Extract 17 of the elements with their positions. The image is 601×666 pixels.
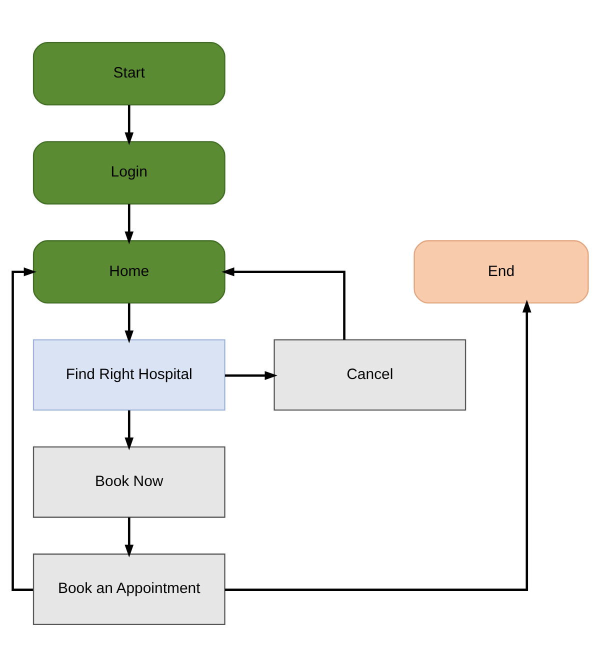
node-box: Book an Appointment [32,553,226,624]
arrow [12,266,37,590]
node-box: Home [32,240,226,304]
arrow [124,104,134,145]
arrow [224,299,532,590]
node-box: Book Now [32,446,226,518]
arrow [124,302,134,343]
node-box: Find Right Hospital [32,338,226,410]
node-box: Login [32,140,226,204]
arrow [124,410,134,450]
node-box: Cancel [274,338,466,410]
arrow [124,204,134,244]
node-box: End [414,240,589,304]
arrow [224,370,278,380]
node-box: Start [32,42,226,105]
arrow [124,517,134,557]
arrow [222,266,346,340]
